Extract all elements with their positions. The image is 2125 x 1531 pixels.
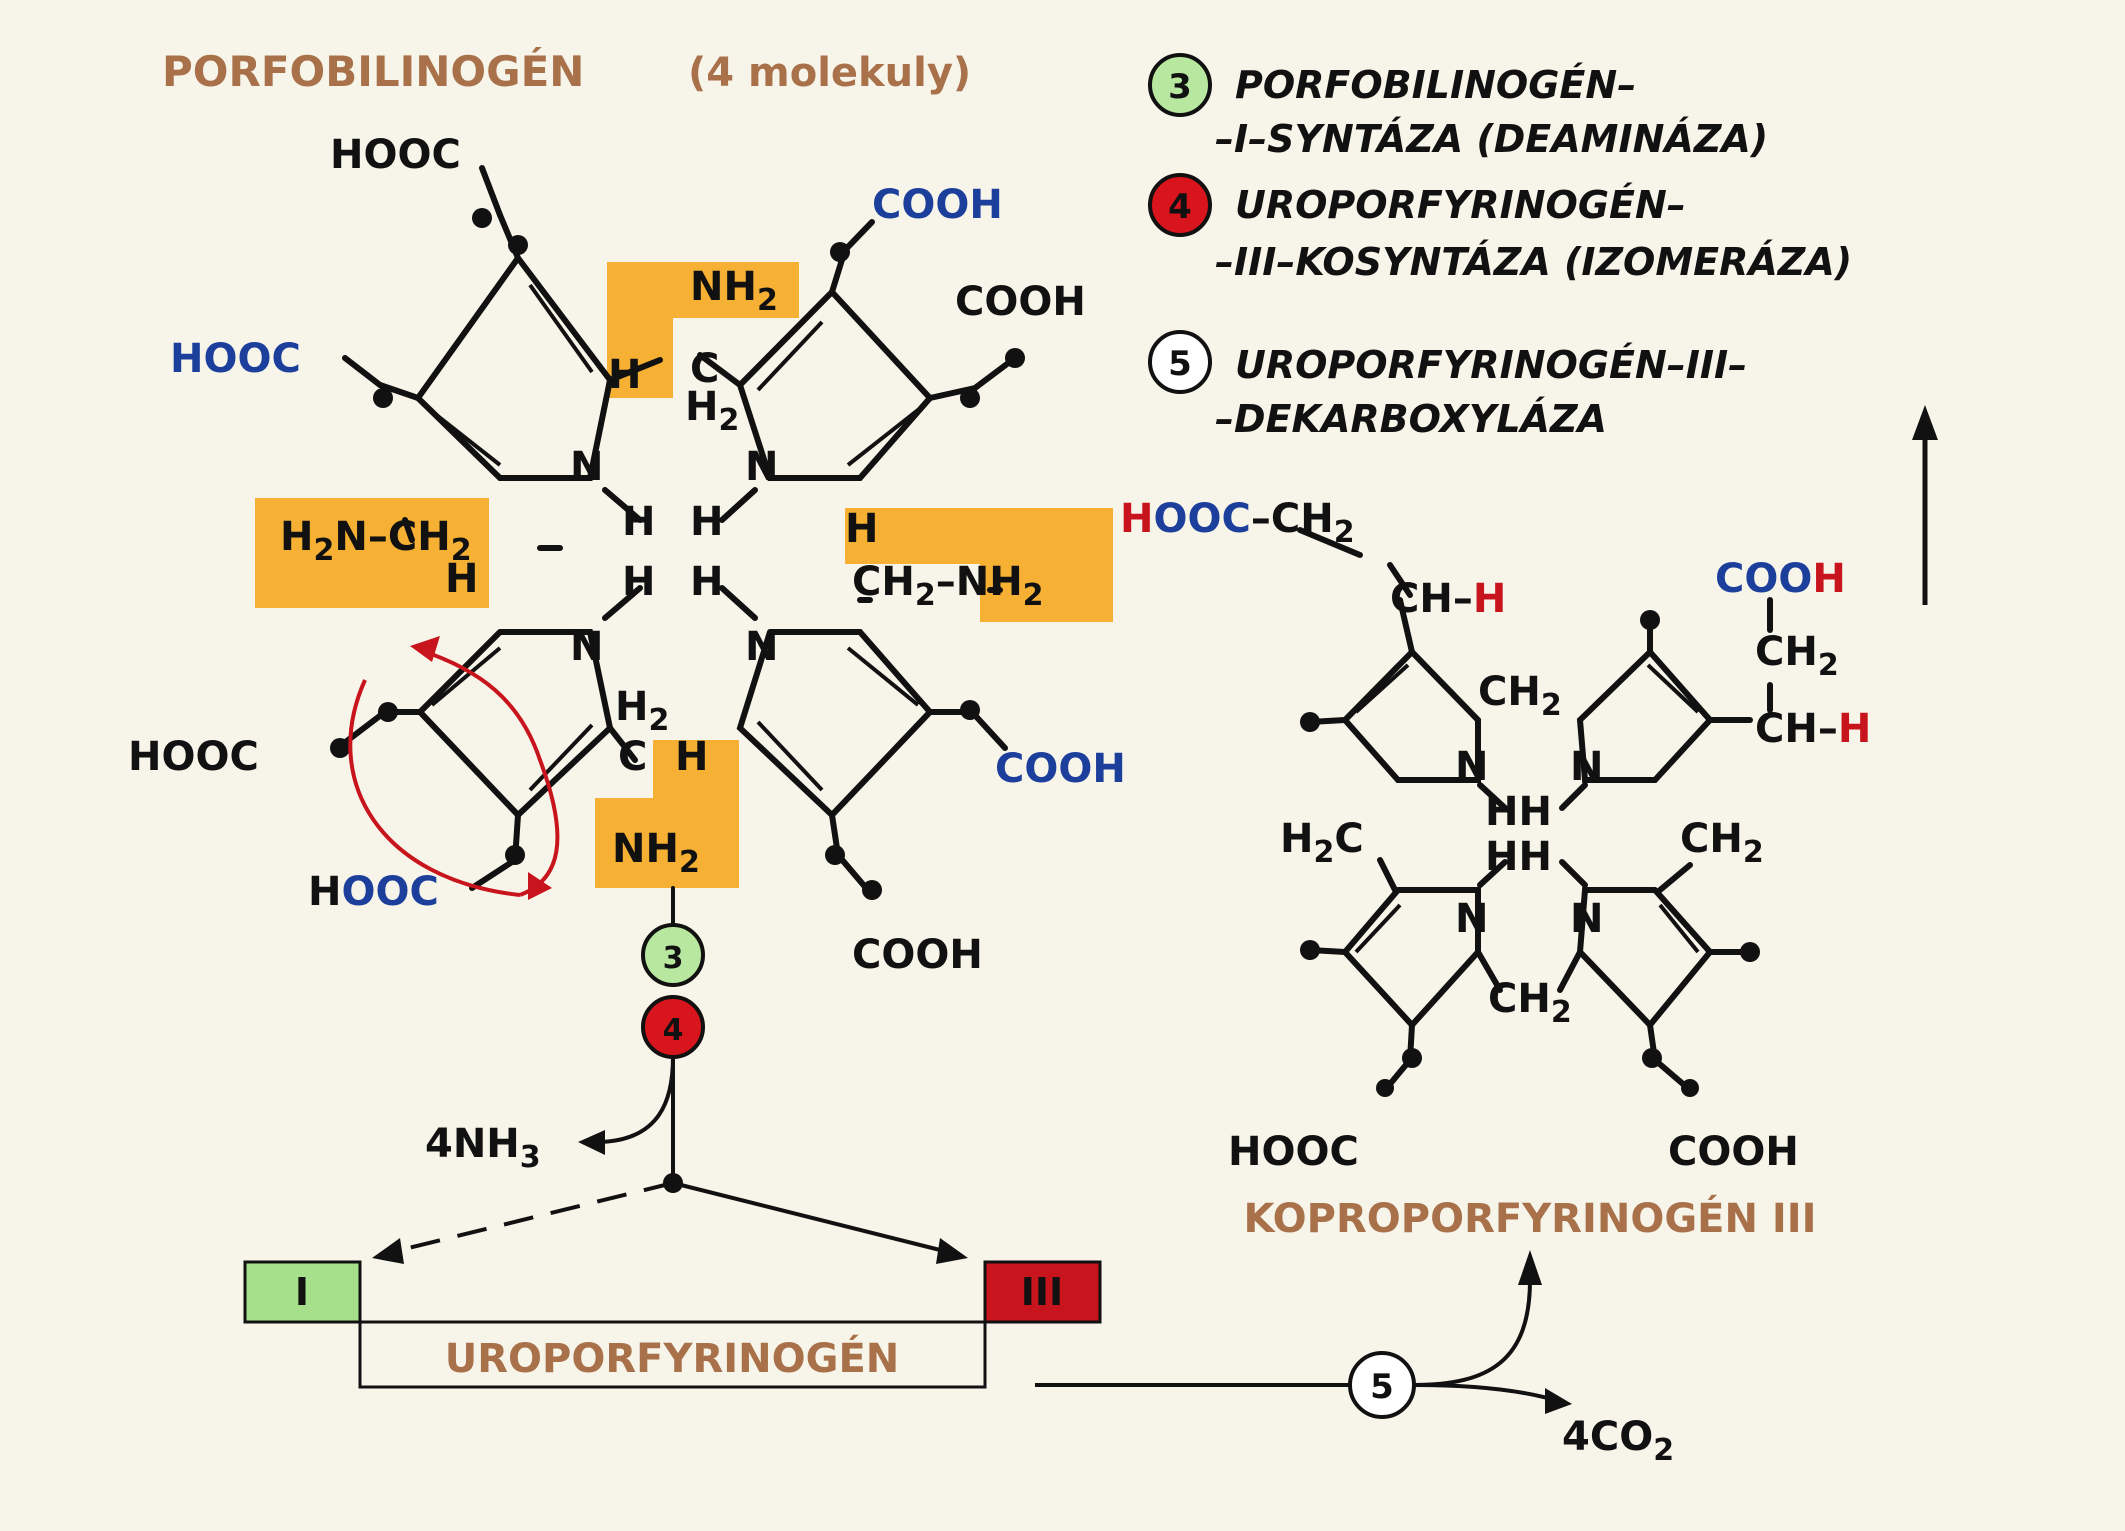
step-3-number: 3: [663, 941, 684, 976]
step-3-4-circles: [372, 886, 968, 1264]
n-lower-left: N: [570, 624, 603, 670]
n-right-lower-left: N: [1455, 896, 1488, 942]
n-right-upper-right: N: [1570, 744, 1603, 790]
hooc-left-blue: HOOC: [170, 336, 301, 382]
cooh-right-bottom: COOH: [1668, 1129, 1799, 1175]
legend-4-number: 4: [1168, 187, 1192, 227]
ch2-top-bridge: CH2: [1478, 669, 1562, 723]
hooc-bottom-left: HOOC: [308, 869, 439, 915]
h-center-4: H: [690, 559, 723, 605]
n-right-upper-left: N: [1455, 744, 1488, 790]
right-pyrrole-ring-structure: [1297, 527, 1773, 1097]
cooh-lower-right-blue: COOH: [995, 746, 1126, 792]
step-4-number: 4: [663, 1013, 684, 1048]
ch2-bottom-bridge: CH2: [1488, 976, 1572, 1030]
h-lower-highlight: H: [675, 734, 708, 780]
step-5-decarboxylation: [1035, 405, 1938, 1419]
c-lower: C: [618, 734, 647, 780]
h2n-ch2-left: H2N–CH2: [280, 514, 472, 568]
hooc-top-left: HOOC: [330, 132, 461, 178]
h-center-1: H: [622, 499, 655, 545]
h-top: H: [608, 352, 641, 398]
isomer-i-label: I: [295, 1270, 309, 1314]
hooc-lower-left: HOOC: [128, 734, 259, 780]
legend-3-line1: PORFOBILINOGÉN–: [1235, 63, 1636, 107]
legend-5-circle: [1148, 330, 1212, 394]
isomer-iii-label: III: [1021, 1270, 1063, 1314]
hooc-right-bottom: HOOC: [1228, 1129, 1359, 1175]
product-label: KOPROPORFYRINOGÉN III: [1243, 1194, 1816, 1242]
h2-top: H2: [685, 384, 739, 438]
h2-lower: H2: [615, 684, 669, 738]
legend-4-line2: –III–KOSYNTÁZA (IZOMERÁZA): [1215, 240, 1852, 284]
rotation-arrow: [348, 636, 560, 900]
n-upper-right: N: [745, 444, 778, 490]
ammonia-label: 4NH3: [425, 1121, 541, 1175]
legend-4-circle: [1148, 173, 1212, 237]
h-center-3: H: [622, 559, 655, 605]
cooh-right-top: COOH: [1715, 556, 1846, 602]
step-5-number: 5: [1370, 1367, 1394, 1407]
legend-3-line2: –I–SYNTÁZA (DEAMINÁZA): [1215, 117, 1768, 161]
n-lower-right: N: [745, 624, 778, 670]
hooc-right-chain: HOOC–CH2: [1120, 496, 1355, 550]
title-note: (4 molekuly): [688, 50, 971, 96]
ch-h-right: CH–H: [1755, 706, 1871, 752]
c-top: C: [690, 346, 719, 392]
right-structure-labels: HOOC–CH2 CH–H COOH CH2 CH–H CH2 N N HH H…: [1120, 496, 1871, 1242]
h-right-highlight: H: [845, 506, 878, 552]
ch2-right-chain: CH2: [1755, 629, 1839, 683]
left-pyrrole-ring-structure: [330, 165, 1025, 900]
uroporphyrinogen-isomers: [243, 1260, 1102, 1389]
cooh-top-right-blue: COOH: [872, 182, 1003, 228]
legend-3-circle: [1148, 53, 1212, 117]
diagram-title: PORFOBILINOGÉN: [162, 46, 584, 96]
hh-right-2: HH: [1485, 834, 1552, 880]
left-structure-labels: HOOC COOH COOH HOOC NH2 H C H2 N N H H H…: [128, 132, 1674, 1468]
ch2-nh2-right: CH2–NH2: [852, 559, 1044, 613]
n-upper-left: N: [570, 444, 603, 490]
ch-h-left: CH–H: [1390, 576, 1506, 622]
h-center-2: H: [690, 499, 723, 545]
h-left-highlight: H: [445, 556, 478, 602]
amine-highlights: [255, 262, 1113, 888]
nh2-top: NH2: [690, 264, 778, 318]
hh-right-1: HH: [1485, 789, 1552, 835]
co2-label: 4CO2: [1562, 1414, 1674, 1468]
legend: 3 PORFOBILINOGÉN– –I–SYNTÁZA (DEAMINÁZA)…: [1148, 53, 1852, 441]
legend-3-number: 3: [1168, 67, 1192, 107]
cooh-bottom: COOH: [852, 932, 983, 978]
nh2-lower: NH2: [612, 826, 700, 880]
n-right-lower-right: N: [1570, 896, 1603, 942]
legend-5-line2: –DEKARBOXYLÁZA: [1215, 397, 1607, 441]
legend-4-line1: UROPORFYRINOGÉN–: [1235, 183, 1686, 227]
h2c-left-bridge: H2C: [1280, 816, 1364, 870]
legend-5-number: 5: [1168, 344, 1192, 384]
cooh-right: COOH: [955, 279, 1086, 325]
uroporphyrinogen-label: UROPORFYRINOGÉN: [445, 1334, 900, 1382]
ch2-right-bridge: CH2: [1680, 816, 1764, 870]
legend-5-line1: UROPORFYRINOGÉN–III–: [1235, 343, 1747, 387]
